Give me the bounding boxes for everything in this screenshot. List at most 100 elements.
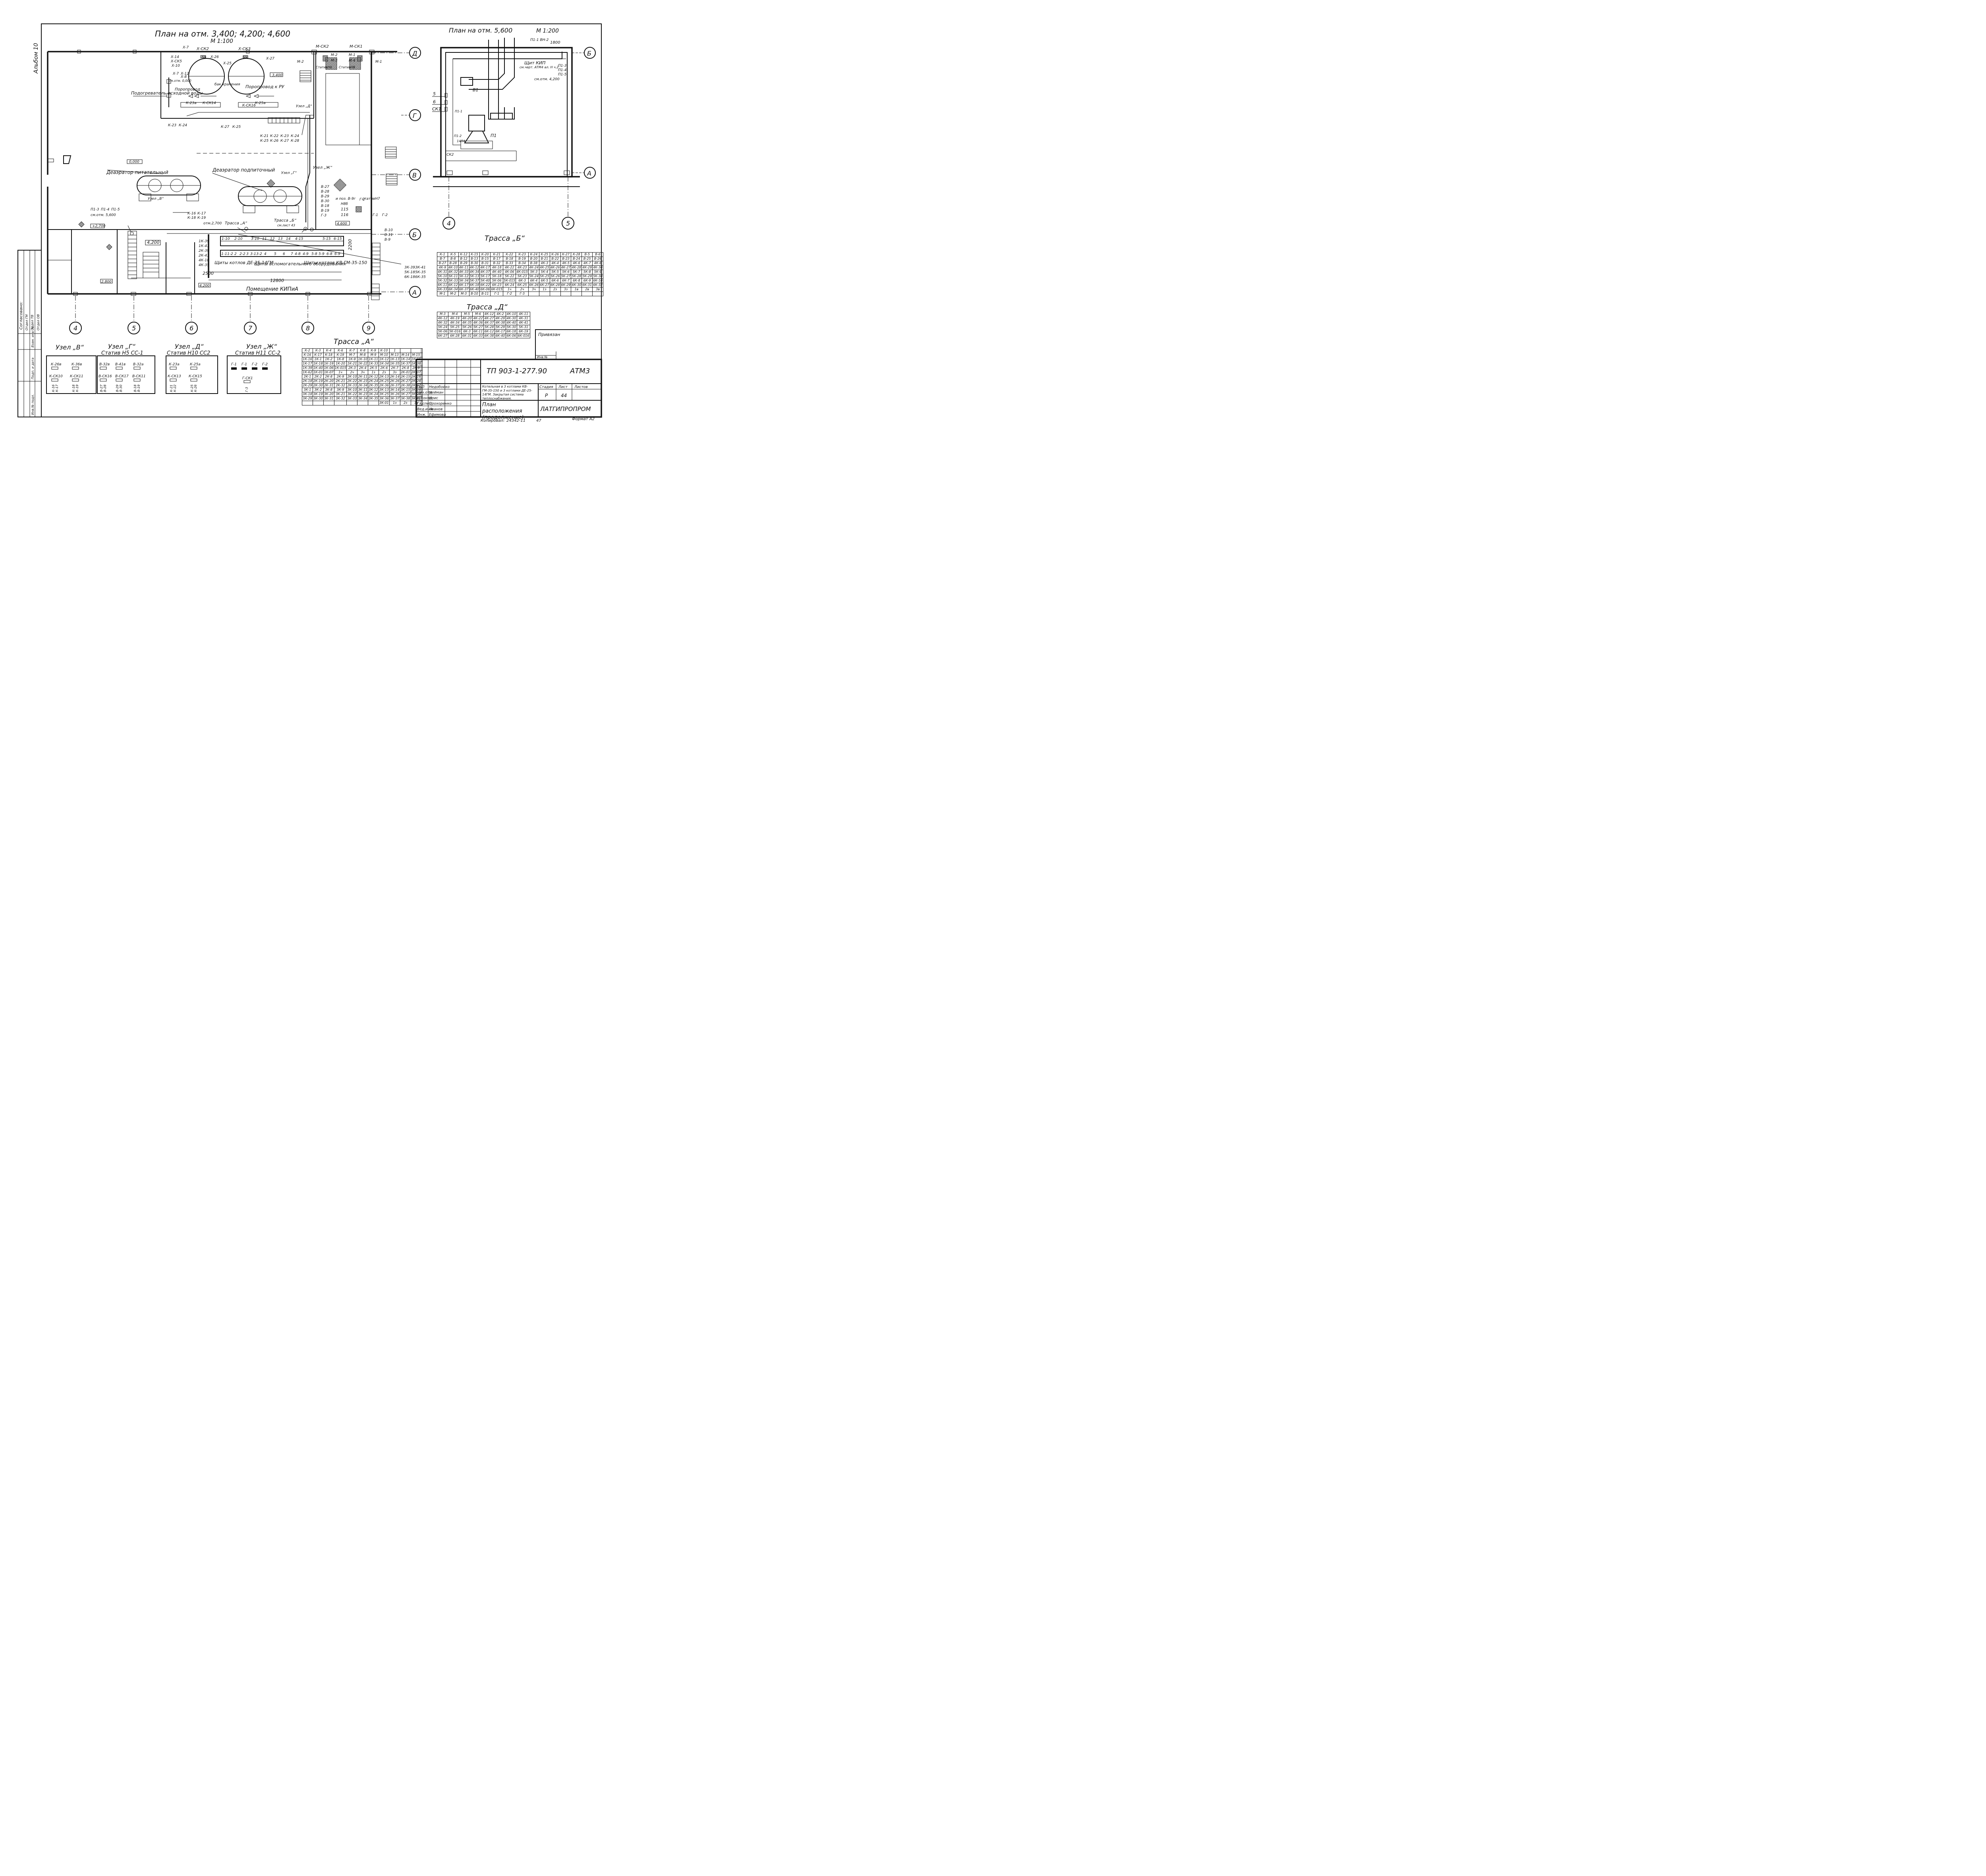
node-v-e4: К-19 bbox=[75, 384, 79, 392]
tb-org: ЛАТГИПРОПРОМ bbox=[540, 405, 591, 413]
table-cell: 5К-25 bbox=[448, 325, 462, 330]
lbl-c4k35: 4К-35 bbox=[199, 263, 209, 267]
node-g-a: В-32в bbox=[99, 363, 110, 367]
lbl-pi4: П1-4 bbox=[101, 208, 110, 212]
table-cell: 1К-9 bbox=[346, 357, 358, 362]
table-cell: К-23 bbox=[516, 252, 529, 257]
table-cell: 1ч bbox=[334, 370, 347, 375]
node-g-e4: В-30 bbox=[119, 384, 123, 392]
table-cell: К-22 bbox=[503, 252, 516, 257]
lbl-p110: 1-10 bbox=[222, 237, 230, 241]
lbl-r6k35: 6К-35 bbox=[415, 275, 426, 279]
table-cell: К-19 bbox=[334, 353, 347, 357]
table-cell: 1К-01 bbox=[312, 370, 324, 375]
tb-sheets-label: Листов bbox=[574, 385, 588, 389]
node-d-title: Узел „Д“ bbox=[175, 343, 204, 350]
node-g-e: В-СК17 bbox=[115, 374, 129, 378]
lbl-p14: 14 bbox=[286, 237, 291, 241]
table-cell: 6К-27 bbox=[539, 283, 550, 288]
plan56-kip-ref: см.черт. АТМ4 ал. Н ч.2 bbox=[520, 66, 558, 69]
columns bbox=[73, 50, 375, 296]
table-cell: 2К-37 bbox=[389, 383, 400, 388]
lbl-g3: Г-3 bbox=[321, 214, 326, 218]
table-cell: К-10 bbox=[379, 348, 390, 353]
lbl-r3k39: 3К-39 bbox=[404, 266, 415, 270]
table-cell: 2К-4 bbox=[357, 366, 369, 371]
table-cell: 4К-2 bbox=[494, 312, 506, 317]
table-cell: 6К-34 bbox=[447, 287, 459, 292]
stamp-s3: Взам. инв. № bbox=[31, 326, 35, 347]
table-cell bbox=[421, 401, 423, 405]
table-cell: 3К-35 bbox=[368, 396, 379, 401]
table-cell: В-29 bbox=[458, 261, 469, 266]
table-cell: В-8 bbox=[447, 257, 459, 261]
plan56-kip: Щит КИП bbox=[524, 60, 545, 66]
table-cell: 4К-10 bbox=[447, 265, 459, 270]
table-cell: 1К-15 bbox=[410, 357, 422, 362]
table-cell: В-28 bbox=[447, 261, 459, 266]
lbl-k28: К-28 bbox=[291, 139, 299, 143]
table-cell: К-16 bbox=[302, 353, 313, 357]
lbl-x27: Х-27 bbox=[266, 57, 274, 61]
lbl-m1b: М-1 bbox=[375, 60, 382, 64]
node-zh-c: Г-2 bbox=[252, 363, 257, 367]
table-cell: 1К-10 bbox=[357, 357, 369, 362]
lbl-k24: К-24 bbox=[179, 124, 187, 127]
table-cell: 4К-26 bbox=[549, 265, 561, 270]
node-v-title: Узел „В“ bbox=[56, 344, 84, 351]
lbl-m3: М-3 bbox=[331, 59, 338, 63]
table-cell: 6К-18 bbox=[469, 283, 480, 288]
table-cell: 6К-5 bbox=[539, 278, 550, 283]
table-cell: 5К-5 bbox=[549, 270, 561, 274]
axis-g: Г bbox=[413, 112, 417, 120]
table-cell: 2з bbox=[379, 370, 390, 375]
table-cell bbox=[421, 396, 423, 401]
lbl-panels-de: Щиты котлов ДЕ-25-14ГМ bbox=[214, 260, 274, 265]
table-cell: 1К-33 bbox=[368, 361, 379, 366]
table-cell: 5К-11 bbox=[447, 274, 459, 279]
table-cell: 4К-33 bbox=[458, 270, 469, 274]
lbl-n8b: Н8б bbox=[341, 202, 348, 206]
stamp-r3: Отдел ОВ bbox=[37, 314, 40, 330]
table-cell: 2К-9 bbox=[410, 366, 422, 371]
table-cell: В-38 bbox=[528, 261, 539, 266]
lbl-m4: М-4 bbox=[349, 59, 355, 63]
lbl-k21: К-21 bbox=[260, 134, 269, 138]
table-cell: 6К-25 bbox=[516, 283, 529, 288]
node-v-c: К-СК10 bbox=[49, 374, 63, 378]
table-cell: 5К-9 bbox=[592, 270, 603, 274]
tb-stage-label: Стадия bbox=[539, 385, 553, 389]
table-cell: 6К-4 bbox=[528, 278, 539, 283]
table-cell: 5К-31 bbox=[516, 325, 531, 330]
table-cell: 5К-24 bbox=[528, 274, 539, 279]
table-cell: К-25 bbox=[539, 252, 550, 257]
table-cell: 3К-11 bbox=[357, 388, 369, 392]
table-cell: 4К-38 bbox=[494, 320, 506, 325]
tb-format: Формат А2 bbox=[572, 417, 595, 421]
table-cell bbox=[421, 361, 423, 366]
lbl-v27: В-27 bbox=[321, 185, 329, 189]
table-cell: 4К-06 bbox=[503, 270, 516, 274]
table-cell: М-5 bbox=[461, 312, 473, 317]
main-plan-labels: Х-7 Х-14 Х-СК5 Х-10 Х-СК2 Х-26 Х-25 Х-СК… bbox=[90, 44, 426, 292]
table-cell: 4К-12 bbox=[437, 316, 448, 321]
table-cell: М-7 bbox=[346, 353, 358, 357]
table-cell bbox=[539, 291, 550, 296]
table-cell: 1К-11 bbox=[368, 357, 379, 362]
table-cell: 1з bbox=[539, 287, 550, 292]
table-cell: М-3 bbox=[458, 291, 469, 296]
table-cell: 6К-06 bbox=[479, 287, 491, 292]
table-cell: 4К-37 bbox=[479, 270, 491, 274]
table-cell: 4К-6 bbox=[571, 261, 582, 266]
table-cell: 1К-39 bbox=[302, 366, 313, 371]
plan56-1800: 1800 bbox=[550, 41, 560, 45]
table-cell bbox=[357, 401, 369, 405]
table-cell: 3К-2 bbox=[312, 388, 324, 392]
deaerator-feed: Деаэратор питательный bbox=[106, 170, 201, 201]
